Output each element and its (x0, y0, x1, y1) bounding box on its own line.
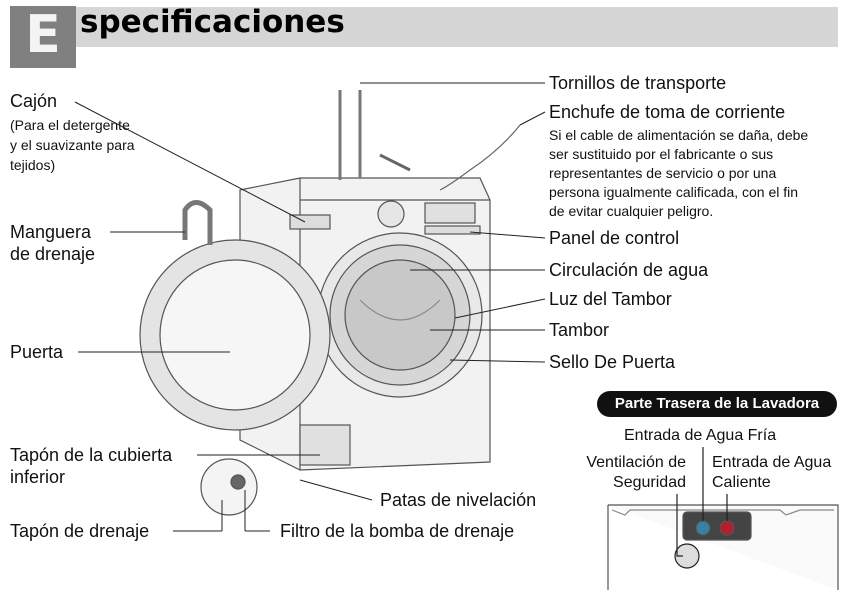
label-agua-caliente-1: Entrada de Agua (712, 454, 832, 471)
label-cajon-note-1: (Para el detergente (10, 117, 130, 133)
back-view-title: Parte Trasera de la Lavadora (597, 391, 837, 417)
enchufe-note-2: ser sustituido por el fabricante o sus (549, 146, 774, 162)
label-sello: Sello De Puerta (549, 352, 676, 372)
label-tapon-cubierta-1: Tapón de la cubierta (10, 445, 173, 465)
label-patas: Patas de nivelación (380, 490, 537, 510)
label-agua-fria: Entrada de Agua Fría (624, 427, 777, 444)
enchufe-note-4: persona igualmente calificada, con el fi… (549, 184, 799, 200)
section-letter: E (10, 6, 76, 68)
label-manguera-1: Manguera (10, 222, 92, 242)
label-tapon-cubierta-2: inferior (10, 467, 66, 487)
label-panel: Panel de control (549, 228, 680, 248)
label-puerta: Puerta (10, 342, 64, 362)
label-ventilacion-1: Ventilación de (586, 454, 686, 471)
label-luz: Luz del Tambor (549, 289, 672, 309)
label-filtro: Filtro de la bomba de drenaje (280, 521, 515, 541)
label-enchufe: Enchufe de toma de corriente (549, 102, 786, 122)
label-cajon-note-2: y el suavizante para (10, 137, 135, 153)
label-tambor: Tambor (549, 320, 610, 340)
enchufe-note-5: de evitar cualquier peligro. (549, 203, 714, 219)
label-agua-caliente-2: Caliente (712, 474, 771, 491)
label-tornillos: Tornillos de transporte (549, 73, 727, 93)
label-cajon: Cajón (10, 91, 58, 111)
label-cajon-note-3: tejidos) (10, 157, 56, 173)
label-ventilacion-2: Seguridad (613, 474, 686, 491)
enchufe-note-1: Si el cable de alimentación se daña, deb… (549, 127, 809, 143)
label-manguera-2: de drenaje (10, 244, 96, 264)
enchufe-note-3: representantes de servicio o por una (549, 165, 777, 181)
label-circulacion: Circulación de agua (549, 260, 709, 280)
label-tapon-drenaje: Tapón de drenaje (10, 521, 150, 541)
page-title: specificaciones (80, 4, 345, 40)
header-bar (75, 7, 838, 47)
